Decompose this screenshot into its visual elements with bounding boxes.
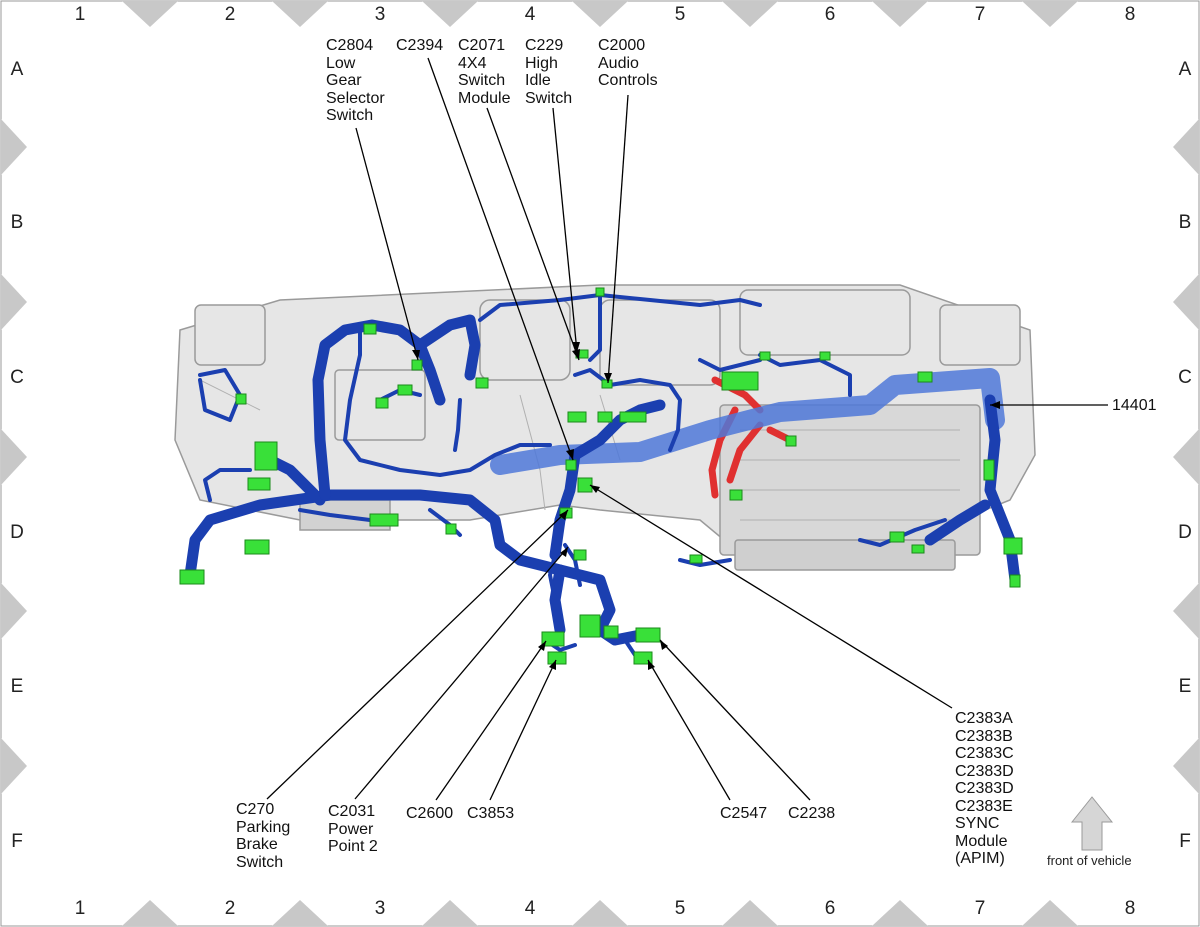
grid-col-6-bottom: 6 — [824, 898, 836, 919]
border-marker-right-2 — [1173, 429, 1199, 485]
label-c2383-sync-module: C2383A C2383B C2383C C2383D C2383D C2383… — [955, 710, 1014, 867]
grid-col-2-top: 2 — [224, 4, 236, 25]
grid-col-5-top: 5 — [674, 4, 686, 25]
label-14401: 14401 — [1112, 397, 1157, 414]
grid-row-c-left: C — [10, 367, 24, 388]
grid-row-a-right: A — [1178, 59, 1192, 80]
grid-row-c-right: C — [1178, 367, 1192, 388]
grid-row-f-right: F — [1179, 831, 1191, 852]
grid-col-8-top: 8 — [1124, 4, 1136, 25]
border-marker-top-5 — [872, 1, 928, 27]
front-of-vehicle-label: front of vehicle — [1047, 853, 1132, 868]
label-c270: C270 Parking Brake Switch — [236, 801, 291, 871]
red-harness — [708, 376, 794, 499]
grid-row-e-right: E — [1178, 676, 1192, 697]
border-marker-top-3 — [572, 1, 628, 27]
grid-col-4-bottom: 4 — [524, 898, 536, 919]
grid-col-5-bottom: 5 — [674, 898, 686, 919]
grid-row-f-left: F — [11, 831, 23, 852]
border-marker-right-4 — [1173, 738, 1199, 794]
border-marker-bottom-6 — [1022, 900, 1078, 926]
border-marker-left-3 — [1, 583, 27, 639]
grid-row-d-left: D — [10, 522, 24, 543]
grid-col-7-top: 7 — [974, 4, 986, 25]
border-marker-left-0 — [1, 119, 27, 175]
leader-lines — [266, 57, 1108, 801]
grid-row-a-left: A — [10, 59, 24, 80]
blue-harness — [184, 314, 1021, 646]
label-c2600: C2600 — [406, 805, 454, 822]
label-c2804: C2804 Low Gear Selector Switch — [326, 37, 385, 124]
grid-col-6-top: 6 — [824, 4, 836, 25]
label-c2547: C2547 — [720, 805, 768, 822]
border-marker-top-2 — [422, 1, 478, 27]
grid-col-3-bottom: 3 — [374, 898, 386, 919]
border-marker-right-3 — [1173, 583, 1199, 639]
label-c2000: C2000 Audio Controls — [598, 37, 658, 89]
grid-col-3-top: 3 — [374, 4, 386, 25]
border-marker-top-4 — [722, 1, 778, 27]
border-marker-bottom-5 — [872, 900, 928, 926]
label-c229: C229 High Idle Switch — [525, 37, 573, 107]
grid-col-1-top: 1 — [74, 4, 86, 25]
grid-row-e-left: E — [10, 676, 24, 697]
grid-col-2-bottom: 2 — [224, 898, 236, 919]
label-c3853: C3853 — [467, 805, 515, 822]
front-of-vehicle-arrow-icon — [1070, 796, 1114, 851]
border-marker-bottom-4 — [722, 900, 778, 926]
grid-col-1-bottom: 1 — [74, 898, 86, 919]
border-marker-top-6 — [1022, 1, 1078, 27]
border-marker-right-1 — [1173, 274, 1199, 330]
border-marker-left-4 — [1, 738, 27, 794]
border-marker-bottom-2 — [422, 900, 478, 926]
grid-row-d-right: D — [1178, 522, 1192, 543]
grid-col-7-bottom: 7 — [974, 898, 986, 919]
grid-row-b-left: B — [10, 212, 24, 233]
grid-row-b-right: B — [1178, 212, 1192, 233]
label-c2031: C2031 Power Point 2 — [328, 803, 378, 855]
border-marker-bottom-3 — [572, 900, 628, 926]
border-marker-top-1 — [272, 1, 328, 27]
label-c2071: C2071 4X4 Switch Module — [458, 37, 511, 107]
label-c2238: C2238 — [788, 805, 836, 822]
leader-arrowheads — [412, 342, 1000, 670]
border-marker-bottom-1 — [272, 900, 328, 926]
border-marker-right-0 — [1173, 119, 1199, 175]
label-c2394: C2394 — [396, 37, 444, 54]
border-marker-bottom-0 — [122, 900, 178, 926]
connectors — [179, 287, 1023, 665]
border-marker-left-1 — [1, 274, 27, 330]
border-marker-top-0 — [122, 1, 178, 27]
grid-col-4-top: 4 — [524, 4, 536, 25]
grid-col-8-bottom: 8 — [1124, 898, 1136, 919]
border-marker-left-2 — [1, 429, 27, 485]
